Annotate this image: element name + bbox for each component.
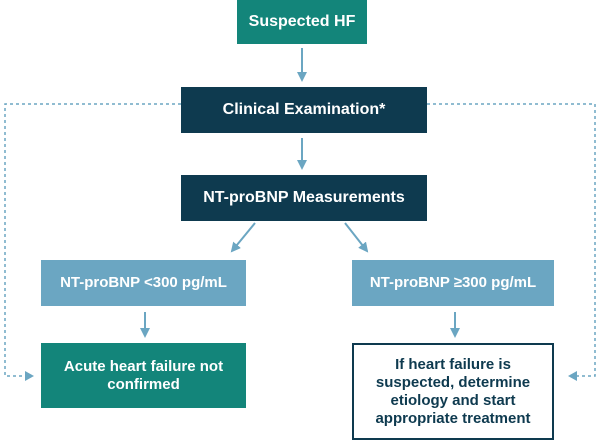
dashed-connector-left (4, 103, 181, 377)
arrow-ntprobnp-to-low (230, 222, 256, 253)
node-ntprobnp-high: NT-proBNP ≥300 pg/mL (352, 260, 554, 306)
arrow-ntprobnp-to-high (344, 222, 369, 253)
node-clinical-examination: Clinical Examination* (181, 87, 427, 133)
node-ntprobnp-measurements: NT-proBNP Measurements (181, 175, 427, 221)
node-suspected-hf: Suspected HF (237, 0, 367, 44)
node-determine-etiology-treatment: If heart failure is suspected, determine… (352, 343, 554, 440)
arrowhead-right (568, 371, 577, 381)
dashed-connector-right (427, 103, 596, 377)
node-hf-not-confirmed: Acute heart failure not confirmed (41, 343, 246, 408)
node-ntprobnp-low: NT-proBNP <300 pg/mL (41, 260, 246, 306)
arrowhead-left (25, 371, 34, 381)
